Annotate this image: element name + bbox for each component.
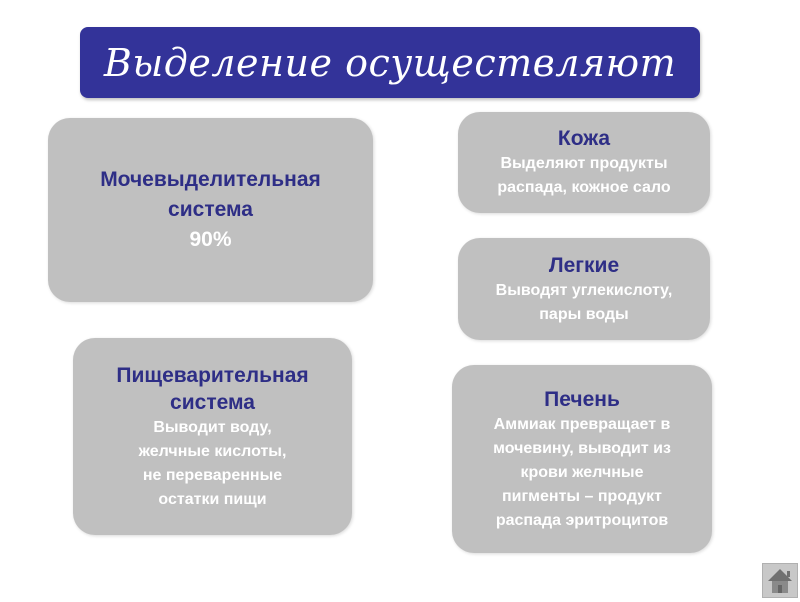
digestive-line: Выводит воду, — [153, 418, 272, 436]
digestive-heading-2: система — [170, 390, 255, 414]
skin-line: распада, кожное сало — [497, 179, 671, 196]
liver-line: Аммиак превращает в — [493, 415, 671, 433]
urinary-system-box: Мочевыделительная система 90% — [48, 118, 373, 302]
liver-line: пигменты – продукт — [502, 487, 662, 505]
liver-line: мочевину, выводит из — [493, 439, 671, 457]
digestive-line: желчные кислоты, — [138, 442, 287, 460]
lungs-line: Выводят углекислоту, — [495, 281, 673, 299]
urinary-heading-1: Мочевыделительная — [100, 168, 321, 191]
digestive-line: остатки пищи — [158, 490, 267, 508]
home-button[interactable] — [762, 563, 798, 598]
lungs-line: пары воды — [539, 305, 629, 323]
liver-line: распада эритроцитов — [495, 511, 669, 529]
skin-box: Кожа Выделяют продукты распада, кожное с… — [458, 112, 710, 213]
lungs-box: Легкие Выводят углекислоту, пары воды — [458, 238, 710, 340]
slide-title-bar: Выделение осуществляют — [80, 27, 700, 98]
skin-line: Выделяют продукты — [500, 155, 668, 172]
urinary-heading-2: система — [168, 198, 253, 221]
slide-title: Выделение осуществляют — [103, 40, 677, 85]
urinary-value: 90% — [189, 228, 232, 251]
liver-line: крови желчные — [520, 463, 644, 481]
digestive-heading-1: Пищеварительная — [116, 363, 309, 387]
digestive-system-box: Пищеварительная система Выводит воду, же… — [73, 338, 352, 535]
lungs-heading: Легкие — [548, 253, 620, 277]
digestive-line: не переваренные — [142, 466, 283, 484]
home-icon — [768, 569, 792, 593]
liver-heading: Печень — [544, 387, 620, 411]
skin-heading: Кожа — [557, 127, 611, 150]
liver-box: Печень Аммиак превращает в мочевину, выв… — [452, 365, 712, 553]
